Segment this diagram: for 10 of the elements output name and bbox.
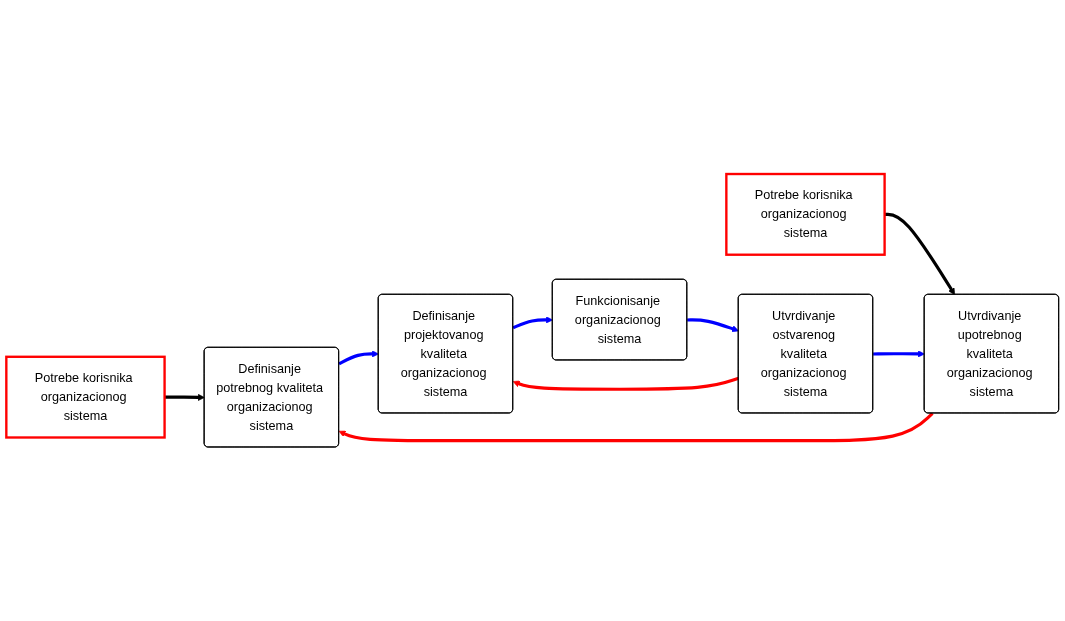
arrow <box>338 412 934 443</box>
arrow <box>873 350 925 358</box>
node-box: Potrebe korisnika organizacionog sistema <box>725 172 886 256</box>
arrow <box>884 212 956 295</box>
node-box: Potrebe korisnika organizacionog sistema <box>5 355 166 439</box>
arrow <box>338 350 379 366</box>
arrow <box>164 393 205 401</box>
arrow <box>687 318 739 333</box>
arrow <box>512 316 553 330</box>
arrow <box>512 376 740 391</box>
